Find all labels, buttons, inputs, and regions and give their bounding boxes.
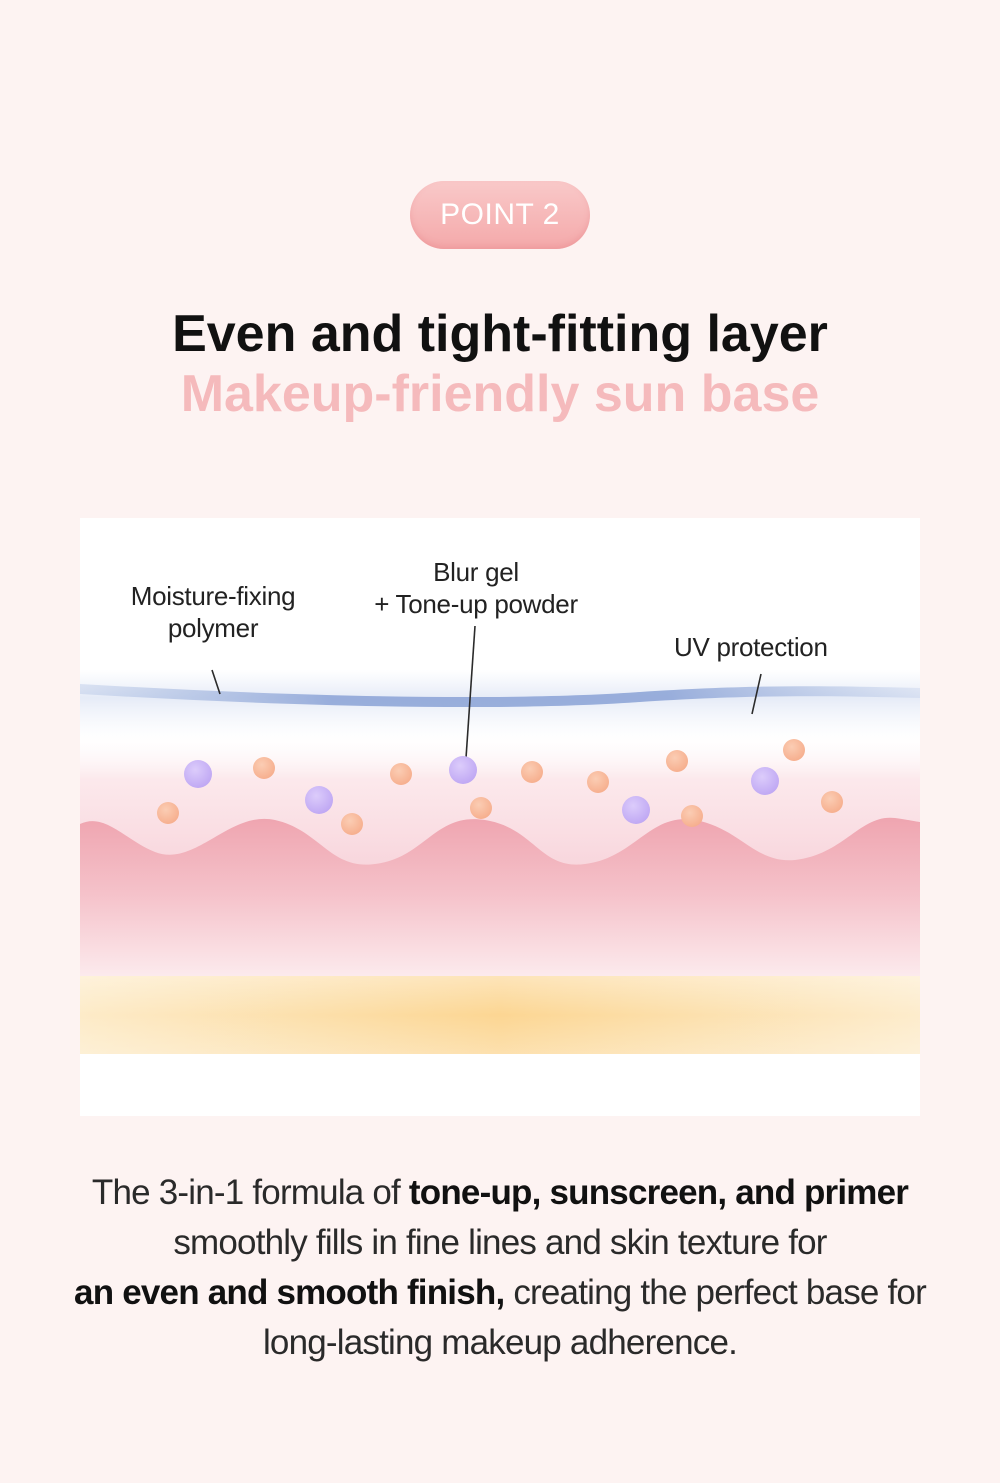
blur-gel-label: Blur gel + Tone-up powder: [354, 556, 598, 620]
headline-secondary: Makeup-friendly sun base: [180, 365, 820, 423]
blur-gel-particle: [305, 786, 333, 814]
tone-up-powder-particle: [341, 813, 363, 835]
description-line-1: The 3-in-1 formula of tone-up, sunscreen…: [0, 1168, 1000, 1218]
description-emphasis: tone-up, sunscreen, and primer: [408, 1173, 909, 1212]
tone-up-powder-particle: [821, 791, 843, 813]
description: The 3-in-1 formula of tone-up, sunscreen…: [0, 1168, 1000, 1368]
blur-label-line2: + Tone-up powder: [374, 589, 578, 619]
moisture-label-line1: Moisture-fixing: [130, 581, 296, 611]
tone-up-powder-particle: [157, 802, 179, 824]
tone-up-powder-particle: [521, 761, 543, 783]
description-emphasis: an even and smooth finish,: [74, 1273, 505, 1312]
headline-primary: Even and tight-fitting layer: [172, 305, 828, 363]
tone-up-powder-particle: [587, 771, 609, 793]
tone-up-powder-particle: [253, 757, 275, 779]
uv-protection-label: UV protection: [674, 632, 828, 662]
tone-up-powder-particle: [666, 750, 688, 772]
description-line-2: smoothly fills in fine lines and skin te…: [173, 1223, 827, 1262]
blur-gel-particle: [622, 796, 650, 824]
tone-up-powder-particle: [783, 739, 805, 761]
blur-gel-particle: [184, 760, 212, 788]
tone-up-powder-particle: [390, 763, 412, 785]
description-line-4: long-lasting makeup adherence.: [262, 1323, 738, 1362]
blur-label-line1: Blur gel: [433, 557, 519, 587]
moisture-label-line2: polymer: [167, 613, 259, 643]
skin-layer-diagram: Moisture-fixing polymer Blur gel + Tone-…: [80, 518, 920, 1116]
description-text: creating the perfect base for: [504, 1273, 926, 1312]
tone-up-powder-particle: [681, 805, 703, 827]
description-text: The 3-in-1 formula of: [91, 1173, 409, 1212]
moisture-polymer-label: Moisture-fixing polymer: [110, 580, 316, 644]
blur-gel-particle: [449, 756, 477, 784]
description-line-3: an even and smooth finish, creating the …: [0, 1268, 1000, 1318]
tone-up-powder-particle: [470, 797, 492, 819]
point-badge: POINT 2: [410, 181, 590, 249]
blur-gel-particle: [751, 767, 779, 795]
